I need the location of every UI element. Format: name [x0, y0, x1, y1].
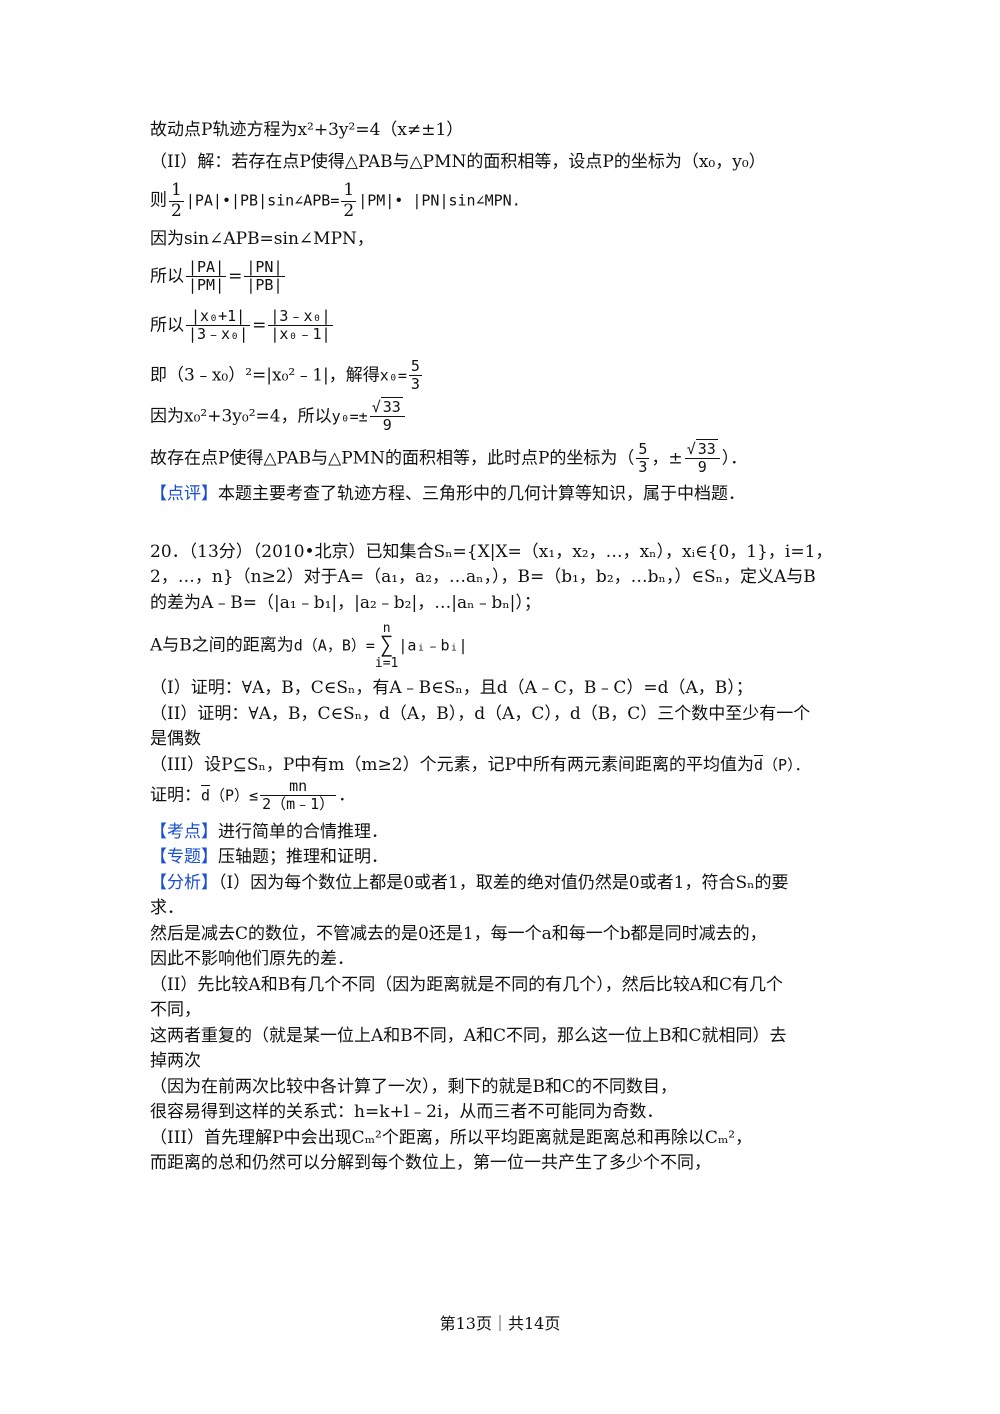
comment-line: 【点评】本题主要考查了轨迹方程、三角形中的几何计算等知识，属于中档题． [150, 484, 745, 505]
problem-line: 2，…，n}（n≥2）对于A=（a₁，a₂，…aₙ，），B=（b₁，b₂，…bₙ… [150, 567, 816, 588]
sqrt-icon: √ [371, 398, 381, 417]
analysis-line: 因此不影响他们原先的差． [150, 949, 354, 970]
fraction: |3﹣x₀||x₀﹣1| [268, 307, 333, 344]
analysis-line: 这两者重复的（就是某一位上A和B不同，A和C不同，那么这一位上B和C就相同）去 [150, 1025, 787, 1046]
distance-formula: A与B之间的距离为d（A，B）=n∑i=1|aᵢ﹣bᵢ| [150, 621, 468, 672]
summation: n∑i=1 [374, 621, 399, 672]
formula-line: 所以|PA||PM|=|PN||PB| [150, 257, 285, 294]
formula-text: |PM|• |PN|sin∠MPN. [358, 191, 521, 210]
text-line: （II）解：若存在点P使得△PAB与△PMN的面积相等，设点P的坐标为（x₀，y… [150, 151, 766, 172]
formula-text: |PA|•|PB|sin∠APB= [185, 191, 340, 210]
formula-line: 所以|x₀+1||3﹣x₀|=|3﹣x₀||x₀﹣1| [150, 307, 333, 344]
analysis-line: 掉两次 [150, 1051, 201, 1072]
question-line: （I）证明：∀A，B，C∈Sₙ，有A﹣B∈Sₙ，且d（A﹣C，B﹣C）=d（A，… [150, 678, 753, 699]
analysis-line: 然后是减去C的数位，不管减去的是0还是1，每一个a和每一个b都是同时减去的， [150, 923, 767, 944]
problem-line: 的差为A﹣B=（|a₁﹣b₁|，|a₂﹣b₂|，…|aₙ﹣bₙ|）； [150, 592, 541, 613]
analysis-line: 不同， [150, 1000, 201, 1021]
analysis-line: （因为在前两次比较中各计算了一次），剩下的就是B和C的不同数目， [150, 1076, 677, 1097]
comment-tag: 【点评】 [150, 484, 218, 505]
analysis-line: 而距离的总和仍然可以分解到每个数位上，第一位一共产生了多少个不同， [150, 1153, 711, 1174]
analysis-line: 很容易得到这样的关系式：h=k+l﹣2i，从而三者不可能同为奇数． [150, 1102, 664, 1123]
question-line: （II）证明：∀A，B，C∈Sₙ，d（A，B），d（A，C），d（B，C）三个数… [150, 703, 811, 724]
text-line: 故动点P轨迹方程为x²+3y²=4（x≠±1） [150, 120, 464, 140]
problem-line: 20．（13分）（2010•北京）已知集合Sₙ={X|X=（x₁，x₂，…，xₙ… [150, 541, 833, 562]
analysis-line: 【分析】（I）因为每个数位上都是0或者1，取差的绝对值仍然是0或者1，符合Sₙ的… [150, 872, 789, 893]
fraction: |PA||PM| [186, 257, 227, 294]
page-content: 故动点P轨迹方程为x²+3y²=4（x≠±1） （II）解：若存在点P使得△PA… [150, 118, 850, 1177]
fraction: |x₀+1||3﹣x₀| [186, 307, 251, 344]
page-footer: 第13页｜共14页 [439, 1314, 561, 1333]
text: 则 [150, 190, 167, 211]
keypoint-line: 【考点】进行简单的合情推理． [150, 821, 388, 842]
analysis-line: 求． [150, 898, 184, 919]
analysis-line: （II）先比较A和B有几个不同（因为距离就是不同的有几个），然后比较A和C有几个 [150, 974, 783, 995]
analysis-line: （III）首先理解P中会出现Cₘ²个距离，所以平均距离就是距离总和再除以Cₘ²， [150, 1127, 753, 1148]
fraction: |PN||PB| [244, 257, 285, 294]
topic-line: 【专题】压轴题；推理和证明． [150, 847, 388, 868]
text-line: 因为sin∠APB=sin∠MPN， [150, 229, 374, 250]
sqrt-icon: √ [686, 439, 696, 458]
question-line: 是偶数 [150, 729, 201, 750]
question-line: （III）设P⊆Sₙ，P中有m（m≥2）个元素，记P中所有两元素间距离的平均值为… [150, 754, 810, 775]
